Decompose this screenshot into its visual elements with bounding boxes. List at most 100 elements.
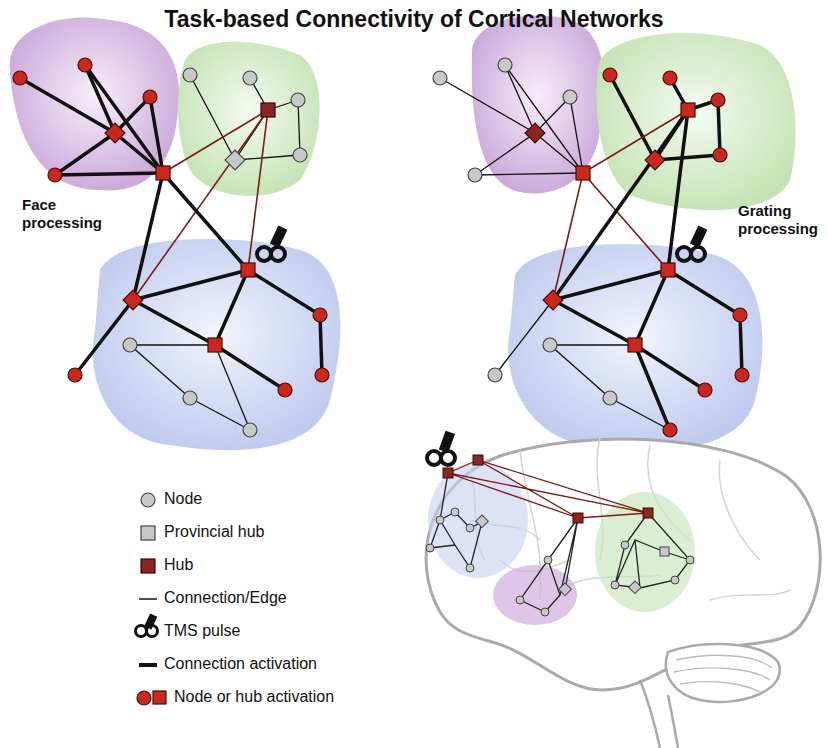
network-node: [735, 368, 749, 382]
region-blobs: [10, 15, 796, 450]
network-node: [498, 58, 512, 72]
network-node: [183, 391, 197, 405]
network-edge: [570, 97, 583, 173]
network-edge: [133, 173, 163, 300]
network-node: [78, 58, 92, 72]
network-edge: [190, 398, 250, 430]
network-node: [525, 123, 545, 143]
network-node: [241, 263, 255, 277]
network-edge: [553, 110, 688, 300]
network-node: [603, 68, 617, 82]
network-edge: [55, 173, 163, 175]
tms-coil: [677, 225, 707, 261]
network-node: [543, 290, 563, 310]
network-node: [663, 423, 677, 437]
network-node: [291, 93, 305, 107]
network-node: [576, 166, 590, 180]
network-edge: [85, 65, 163, 173]
network-node: [433, 71, 447, 85]
network-edge: [55, 133, 115, 175]
network-node: [68, 368, 82, 382]
network-edge: [668, 270, 740, 315]
legend-text: TMS pulse: [164, 622, 240, 640]
network-edge: [583, 173, 668, 270]
network-node: [313, 308, 327, 322]
legend-text: Provincial hub: [164, 523, 265, 541]
network-edge: [475, 133, 535, 175]
network-edge: [505, 65, 535, 133]
network-node: [156, 166, 170, 180]
tms-coil: [257, 225, 287, 261]
tms-coil: [427, 431, 455, 465]
network-node: [543, 338, 557, 352]
legend-text: Node: [164, 490, 202, 508]
network-node: [661, 263, 675, 277]
network-edge: [163, 173, 248, 270]
legend-text: Connection activation: [164, 655, 317, 673]
network-node: [468, 168, 482, 182]
network-edge: [298, 100, 300, 155]
network-node: [663, 71, 677, 85]
network-edge: [163, 110, 268, 173]
network-edge: [215, 270, 248, 345]
network-edge: [130, 345, 190, 398]
network-edge: [610, 398, 670, 430]
network-edge: [75, 300, 133, 375]
network-edge: [635, 270, 668, 345]
network-edge: [215, 345, 285, 390]
network-node: [183, 68, 197, 82]
legend-text: Node or hub activation: [174, 688, 334, 706]
network-edge: [718, 100, 720, 155]
network-node: [681, 103, 695, 117]
network-node: [711, 93, 725, 107]
network-edge: [320, 315, 322, 375]
network-node: [698, 383, 712, 397]
network-edge: [475, 173, 583, 175]
network-node: [645, 150, 665, 170]
network-node: [123, 338, 137, 352]
legend-text: Hub: [164, 556, 193, 574]
network-node: [143, 90, 157, 104]
brain-illustration: [426, 431, 820, 748]
network-node: [123, 290, 143, 310]
network-edge: [635, 345, 670, 430]
network-edge: [505, 65, 583, 173]
network-node: [105, 123, 125, 143]
network-edge: [133, 110, 268, 300]
network-edge: [553, 300, 635, 345]
network-edge: [550, 344, 635, 345]
network-node: [293, 148, 307, 162]
network-node: [243, 423, 257, 437]
network-node: [315, 368, 329, 382]
network-node: [488, 368, 502, 382]
network-node: [13, 71, 27, 85]
network-edge: [190, 75, 235, 160]
network-node: [733, 308, 747, 322]
network-edge: [740, 315, 742, 375]
legend-text: Connection/Edge: [164, 589, 287, 607]
network-edge: [215, 345, 250, 430]
region-label: Grating processing: [738, 202, 826, 238]
legend-symbols: [136, 493, 167, 705]
network-node: [48, 168, 62, 182]
network-edge: [150, 97, 163, 173]
region-label: Face processing: [22, 196, 117, 232]
network-node: [603, 391, 617, 405]
network-edge: [583, 110, 688, 173]
network-node: [261, 103, 275, 117]
network-node: [628, 338, 642, 352]
network-graph: [13, 58, 749, 437]
network-edge: [130, 344, 215, 345]
network-edge: [550, 345, 610, 398]
network-node: [243, 71, 257, 85]
network-edge: [610, 75, 655, 160]
network-node: [208, 338, 222, 352]
title: Task-based Connectivity of Cortical Netw…: [0, 6, 828, 33]
network-edge: [133, 300, 215, 345]
network-edge: [248, 270, 320, 315]
network-node: [713, 148, 727, 162]
network-edge: [495, 300, 553, 375]
network-node: [563, 90, 577, 104]
